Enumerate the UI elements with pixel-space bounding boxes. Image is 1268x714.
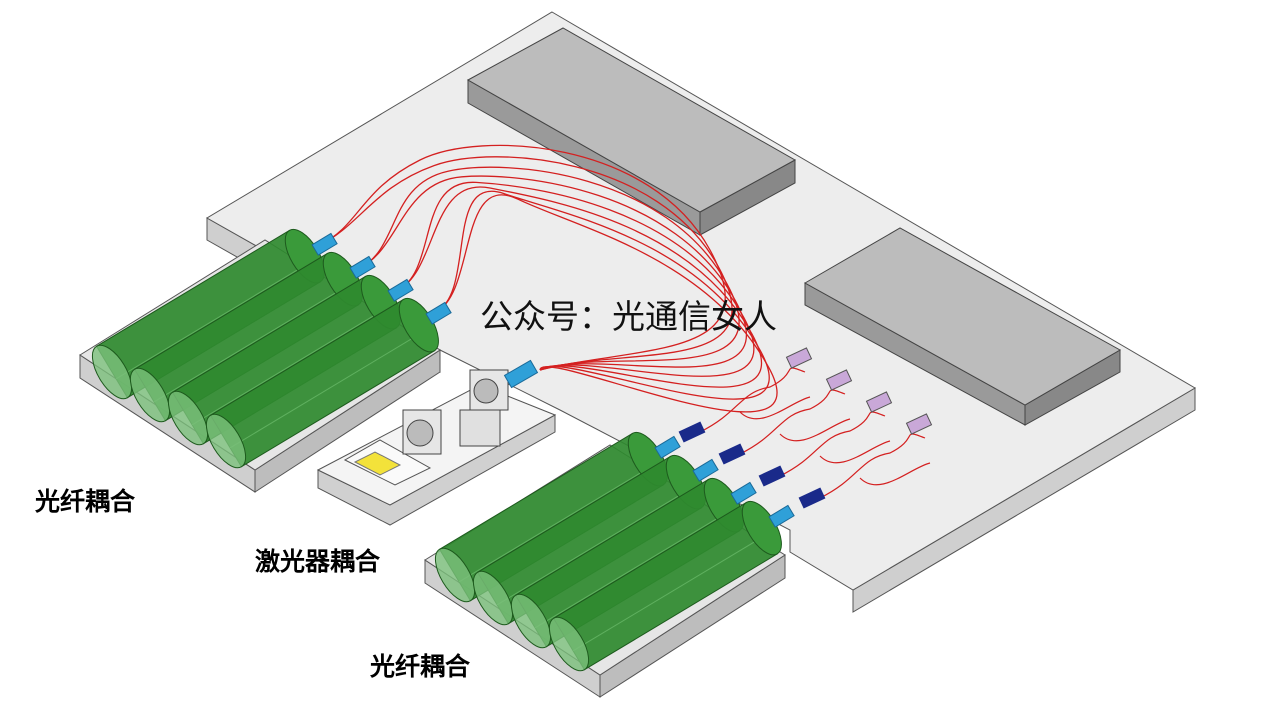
electrical-pad-4 (905, 413, 933, 435)
watermark-text: 公众号：光通信女人 (480, 297, 777, 336)
fiber-core-line (458, 465, 653, 583)
fiber-core-line (191, 308, 386, 426)
fiber-array-bottom (424, 431, 795, 698)
fiber-cylinder-face (510, 593, 552, 649)
waveguide-5 (397, 181, 755, 377)
fiber-cylinder-face (91, 344, 133, 400)
fiber-core-line (496, 488, 691, 606)
label-fiber-coupling-bottom: 光纤耦合 (370, 652, 471, 681)
label-laser-coupling: 激光器耦合 (255, 547, 381, 576)
modulator-2 (718, 443, 746, 465)
fiber-cylinder-face (548, 616, 590, 672)
fiber-connector (387, 278, 414, 302)
fiber-bottom-4 (548, 500, 795, 672)
waveguide-2 (319, 156, 733, 371)
fiber-left-4 (205, 297, 452, 469)
waveguide-4 (359, 175, 747, 371)
fiber-connector (349, 255, 376, 279)
modulator-3 (758, 465, 786, 487)
fiber-cylinder-face (129, 367, 171, 423)
fiber-connector (654, 435, 681, 459)
fiber-left-3 (167, 274, 414, 446)
fiber-cylinder-face (205, 413, 247, 469)
fiber-connector (730, 481, 757, 505)
fiber-core-line (229, 331, 424, 449)
fiber-core-line (115, 262, 310, 380)
fiber-connector (692, 458, 719, 482)
modulators (678, 347, 933, 509)
waveguide-8 (435, 194, 778, 413)
waveguides (319, 144, 778, 413)
laser-bench (316, 359, 557, 526)
fiber-connector (425, 301, 452, 325)
fiber-connector (768, 504, 795, 528)
fiber-core-line (534, 511, 729, 629)
waveguide-6 (397, 186, 763, 388)
fiber-cylinder-face (472, 570, 514, 626)
fiber-cylinder-face (434, 547, 476, 603)
electrical-pad-3 (865, 391, 893, 413)
modulator-1 (678, 421, 706, 443)
waveguide-3 (359, 166, 740, 371)
fiber-left-2 (129, 251, 376, 423)
electrical-pad-2 (825, 369, 853, 391)
electrical-pad-1 (785, 347, 813, 369)
fiber-core-line (572, 534, 767, 652)
modulator-4 (798, 487, 826, 509)
gray-block-2 (803, 227, 1122, 426)
label-fiber-coupling-left: 光纤耦合 (35, 487, 136, 516)
waveguide-7 (435, 190, 770, 400)
waveguide-1 (319, 144, 726, 371)
fiber-connector (311, 232, 338, 256)
fiber-core-line (153, 285, 348, 403)
fiber-array-left (79, 228, 452, 493)
fiber-cylinder-face (167, 390, 209, 446)
